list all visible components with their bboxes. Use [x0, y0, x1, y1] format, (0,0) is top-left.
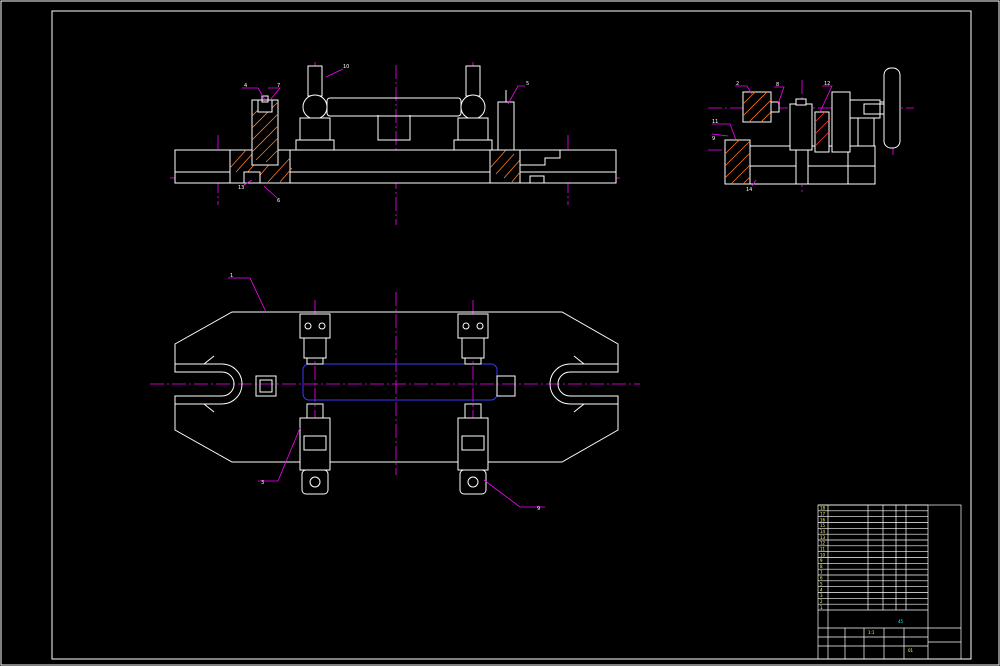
title-block-row-number: 13	[820, 535, 826, 540]
title-block-row-number: 2	[820, 599, 823, 604]
callout-side-8: 8	[776, 82, 779, 88]
title-block-row-number: 18	[820, 506, 826, 511]
title-block-sheet: 01	[908, 648, 914, 653]
title-block-row-number: 11	[820, 546, 826, 551]
top-view	[150, 277, 640, 508]
title-block-row-number: 12	[820, 541, 826, 546]
title-block-row-number: 16	[820, 517, 826, 522]
front-view	[170, 62, 620, 225]
top-clamp-upper-right	[457, 313, 489, 365]
callout-front-7: 7	[277, 83, 280, 89]
title-block-row-number: 6	[820, 576, 823, 581]
callout-top-9: 9	[537, 506, 540, 512]
callout-side-12: 12	[824, 81, 830, 87]
side-view	[708, 67, 914, 192]
title-block-row-number: 8	[820, 564, 823, 569]
title-block-row-number: 5	[820, 581, 823, 586]
callout-top-1: 1	[230, 273, 233, 279]
title-block-scale: 1:1	[868, 630, 875, 635]
title-block	[817, 504, 962, 660]
callout-side-2: 2	[736, 81, 739, 87]
title-block-row-number: 17	[820, 511, 826, 516]
title-block-row-number: 9	[820, 558, 823, 563]
title-block-row-number: 15	[820, 523, 826, 528]
callout-front-10: 10	[343, 64, 349, 70]
title-block-row-number: 3	[820, 593, 823, 598]
callout-front-4: 4	[244, 83, 247, 89]
callout-side-9: 9	[712, 136, 715, 142]
sheet-inner-border	[51, 10, 972, 660]
title-block-material: 45	[898, 619, 904, 624]
callout-side-14: 14	[746, 187, 752, 193]
callout-front-13: 13	[238, 185, 244, 191]
title-block-row-number: 14	[820, 529, 826, 534]
title-block-row-number: 7	[820, 570, 823, 575]
front-clamp-right	[453, 65, 493, 151]
title-block-row-number: 1	[820, 605, 823, 610]
front-clamp-left	[295, 65, 335, 151]
top-clamp-lower-right	[457, 403, 489, 495]
top-clamp-lower-left	[299, 403, 331, 495]
title-block-row-number: 4	[820, 587, 823, 592]
callout-front-6: 6	[277, 198, 280, 204]
callout-top-3: 3	[261, 480, 264, 486]
callout-front-5: 5	[526, 81, 529, 87]
title-block-row-number: 10	[820, 552, 826, 557]
callout-side-11: 11	[712, 119, 718, 125]
top-clamp-upper-left	[299, 313, 331, 365]
